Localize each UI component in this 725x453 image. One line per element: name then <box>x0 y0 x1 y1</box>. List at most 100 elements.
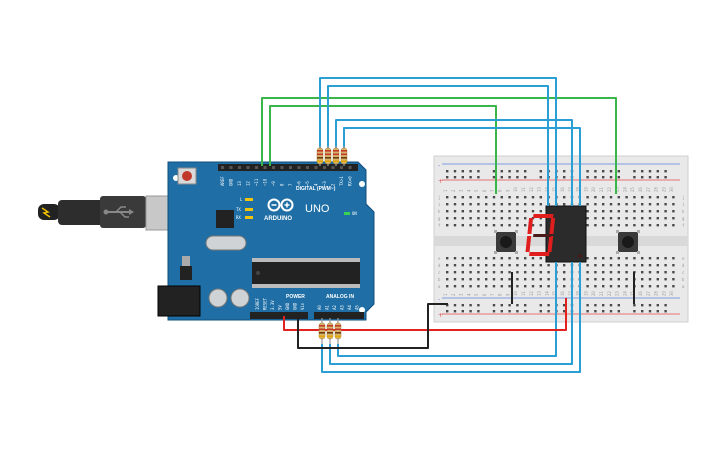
row-letter: h <box>438 209 441 214</box>
column-number: 4 <box>466 189 471 192</box>
pin-label: AREF <box>220 176 225 186</box>
resistor[interactable] <box>332 146 340 166</box>
column-number: 16 <box>560 291 565 296</box>
pin-label: ~6 <box>297 181 302 186</box>
analog-header[interactable] <box>314 312 364 319</box>
resistor[interactable] <box>334 318 342 344</box>
push-button-right[interactable] <box>616 230 640 254</box>
capacitor <box>208 288 228 308</box>
resistor[interactable] <box>318 318 326 344</box>
resistor[interactable] <box>326 318 334 344</box>
row-letter: f <box>682 223 685 228</box>
board-model: UNO <box>305 203 330 215</box>
pin-label: 7 <box>288 183 293 186</box>
header-pin[interactable] <box>246 166 250 169</box>
row-letter: j <box>682 195 684 200</box>
capacitor <box>230 288 250 308</box>
header-pin[interactable] <box>289 166 292 169</box>
push-button-left[interactable] <box>494 230 518 254</box>
pin-label: ~11 <box>254 178 259 186</box>
column-number: 30 <box>669 187 674 192</box>
row-letter: c <box>682 270 685 275</box>
wire-blue[interactable] <box>329 262 573 365</box>
pin-label: ~5 <box>305 181 310 186</box>
resistor[interactable] <box>316 146 324 166</box>
header-pin[interactable] <box>221 166 224 169</box>
wire-black[interactable] <box>297 303 448 349</box>
row-letter: b <box>438 277 441 282</box>
header-pin[interactable] <box>340 166 343 169</box>
pin-label: A2 <box>332 305 337 310</box>
resistor[interactable] <box>340 146 348 166</box>
header-pin[interactable] <box>348 166 352 169</box>
pin-label: ~3 <box>322 181 327 186</box>
row-letter: i <box>438 202 441 207</box>
row-letter: a <box>682 284 685 289</box>
segment <box>549 218 556 234</box>
wire-green[interactable] <box>261 97 617 194</box>
wire-red[interactable] <box>283 298 567 331</box>
header-pin[interactable] <box>229 166 233 169</box>
column-number: 22 <box>607 187 612 192</box>
breadboard[interactable]: 1122334455667788991010111112121313141415… <box>433 155 689 323</box>
column-number: 12 <box>529 291 534 296</box>
column-number: 24 <box>622 187 627 192</box>
column-number: 19 <box>583 187 588 192</box>
usb-icon <box>103 206 134 218</box>
pin-label: A5 <box>355 305 360 310</box>
row-letter: g <box>682 216 685 221</box>
usb-chip <box>216 210 234 228</box>
header-pin[interactable] <box>255 166 258 169</box>
header-pin[interactable] <box>297 166 301 169</box>
display-digit: 0 <box>0 0 1 1</box>
power-header[interactable] <box>250 312 308 319</box>
header-pin[interactable] <box>323 166 326 169</box>
rx-led-label: RX <box>236 215 241 220</box>
header-pin[interactable] <box>306 166 309 169</box>
power-jack <box>157 285 201 317</box>
resistor[interactable] <box>324 146 332 166</box>
wire-green[interactable] <box>269 105 497 194</box>
display-segments <box>525 214 582 258</box>
pin-label: 12 <box>246 181 251 186</box>
column-number: 15 <box>552 291 557 296</box>
header-pin[interactable] <box>280 166 284 169</box>
wire-blue[interactable] <box>335 119 573 206</box>
column-number: 28 <box>654 291 659 296</box>
column-number: 28 <box>654 187 659 192</box>
pin-label: GND <box>285 302 290 310</box>
column-number: 1 <box>443 189 448 192</box>
pin-label: A0 <box>317 305 322 310</box>
row-letter: e <box>682 256 685 261</box>
header-pin[interactable] <box>238 166 241 169</box>
wire-blue[interactable] <box>319 77 557 206</box>
pin-label: GND <box>229 178 234 186</box>
column-number: 18 <box>576 187 581 192</box>
row-letter: e <box>438 256 441 261</box>
column-number: 20 <box>591 187 596 192</box>
wire-blue[interactable] <box>327 85 549 206</box>
atmega-chip <box>252 262 360 284</box>
header-pin[interactable] <box>263 166 267 169</box>
wire-blue[interactable] <box>343 127 581 206</box>
column-number: 1 <box>443 293 448 296</box>
wire-blue[interactable] <box>321 262 581 373</box>
digital-header[interactable] <box>218 164 358 171</box>
pin-label: IOREF <box>255 297 260 310</box>
column-number: 29 <box>661 187 666 192</box>
column-number: 23 <box>615 291 620 296</box>
column-number: 20 <box>591 291 596 296</box>
rail-sign: + <box>438 178 443 185</box>
column-number: 18 <box>576 291 581 296</box>
column-number: 15 <box>552 187 557 192</box>
column-number: 21 <box>599 187 604 192</box>
analog-header-label: ANALOG IN <box>326 294 354 300</box>
header-pin[interactable] <box>331 166 335 169</box>
pin-label: 13 <box>237 181 242 186</box>
column-number: 3 <box>459 189 464 192</box>
header-pin[interactable] <box>272 166 275 169</box>
seven-segment-display[interactable]: 0 <box>0 0 587 263</box>
wire-blue[interactable] <box>337 262 557 357</box>
header-pin[interactable] <box>314 166 318 169</box>
